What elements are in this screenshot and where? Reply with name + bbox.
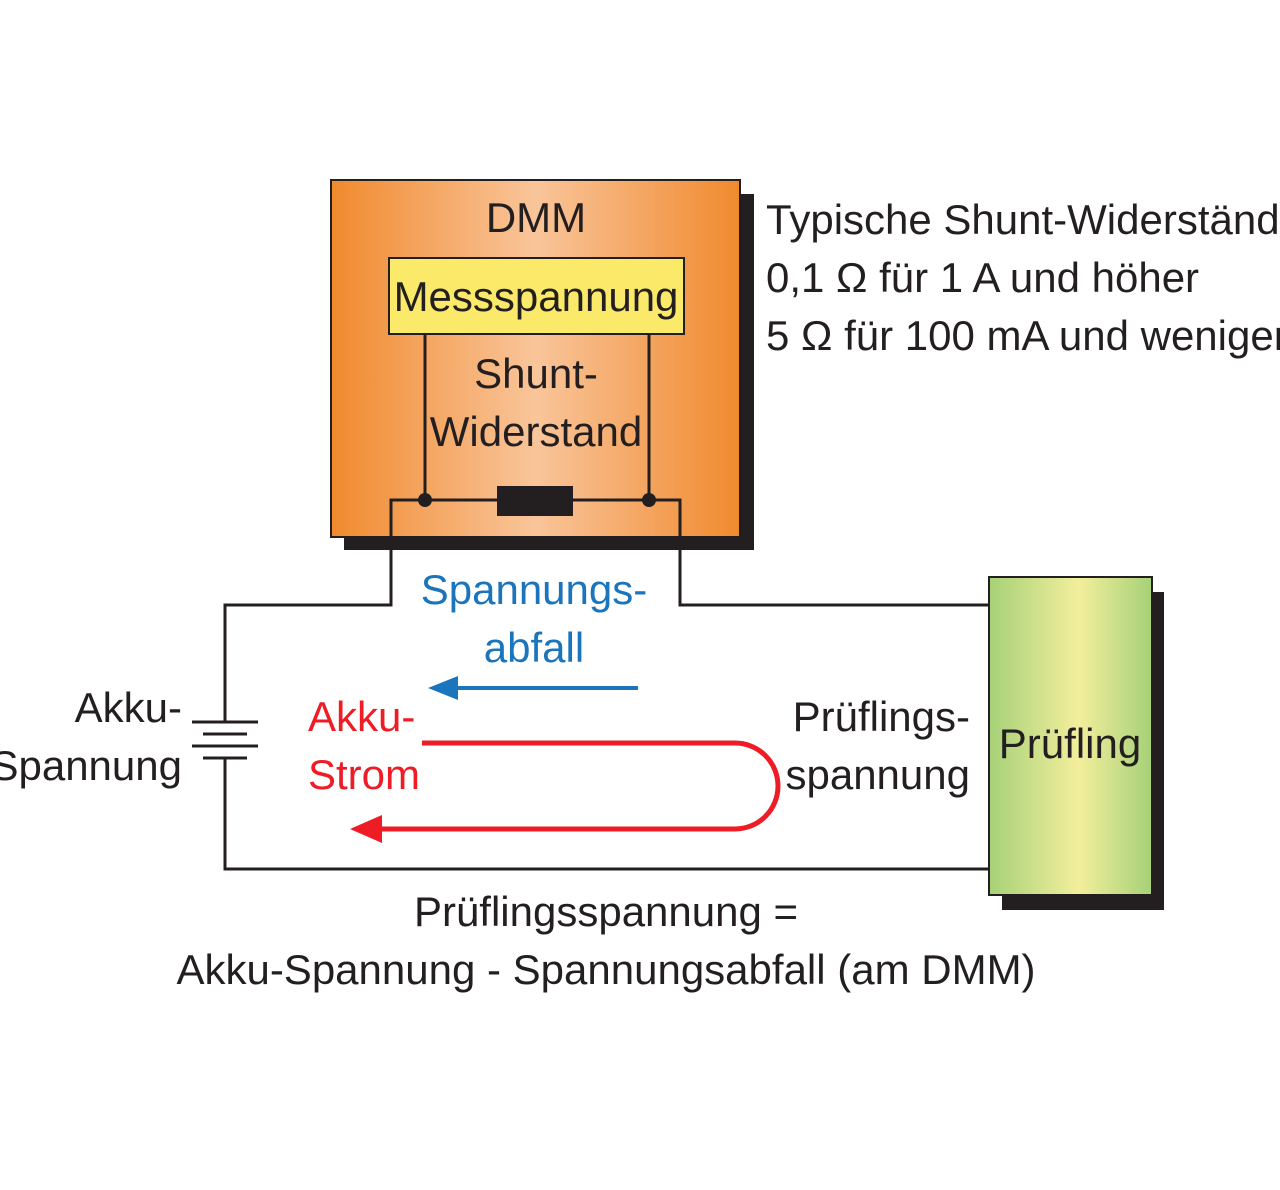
wire-bottom bbox=[223, 758, 990, 871]
shunt-info-line1: 0,1 Ω für 1 A und höher bbox=[766, 254, 1199, 301]
dut-box-body bbox=[988, 576, 1153, 896]
battery-voltage-label-line2: Spannung bbox=[0, 742, 182, 789]
measure-voltage-box bbox=[388, 257, 685, 335]
dut-voltage-label-line2: spannung bbox=[785, 751, 970, 798]
battery-symbol bbox=[192, 720, 258, 760]
shunt-info-heading: Typische Shunt-Widerstände: bbox=[766, 196, 1280, 243]
voltage-drop-arrow bbox=[428, 676, 638, 700]
circuit-wires bbox=[223, 498, 990, 871]
wire-top-right bbox=[573, 498, 990, 607]
formula-line2: Akku-Spannung - Spannungsabfall (am DMM) bbox=[176, 946, 1035, 993]
dmm-title: DMM bbox=[486, 194, 586, 241]
shunt-info-line2: 5 Ω für 100 mA und weniger bbox=[766, 312, 1280, 359]
voltage-drop-label-line1: Spannungs- bbox=[421, 566, 648, 613]
shunt-resistor bbox=[497, 486, 573, 516]
wire-top-left bbox=[223, 498, 497, 722]
dut-label: Prüfling bbox=[999, 720, 1141, 767]
shunt-label-line2: Widerstand bbox=[430, 408, 642, 455]
shunt-label-line1: Shunt- bbox=[474, 350, 598, 397]
formula-line1: Prüflingsspannung = bbox=[414, 888, 798, 935]
battery-current-label-line1: Akku- bbox=[308, 693, 415, 740]
current-arrow-head bbox=[350, 815, 382, 843]
dut-voltage-label-line1: Prüflings- bbox=[793, 693, 970, 740]
current-arrow bbox=[350, 740, 781, 843]
dut-box: Prüfling bbox=[988, 576, 1164, 910]
voltage-drop-label-line2: abfall bbox=[484, 624, 584, 671]
dmm-box-body bbox=[330, 179, 741, 538]
battery-current-label-line2: Strom bbox=[308, 751, 420, 798]
voltage-drop-arrow-head bbox=[428, 676, 458, 700]
battery-voltage-label-line1: Akku- bbox=[75, 684, 182, 731]
dmm-box: DMM Messspannung Shunt- Widerstand bbox=[330, 179, 754, 550]
measure-voltage-label: Messspannung bbox=[394, 273, 679, 320]
current-arrow-path bbox=[382, 740, 781, 832]
